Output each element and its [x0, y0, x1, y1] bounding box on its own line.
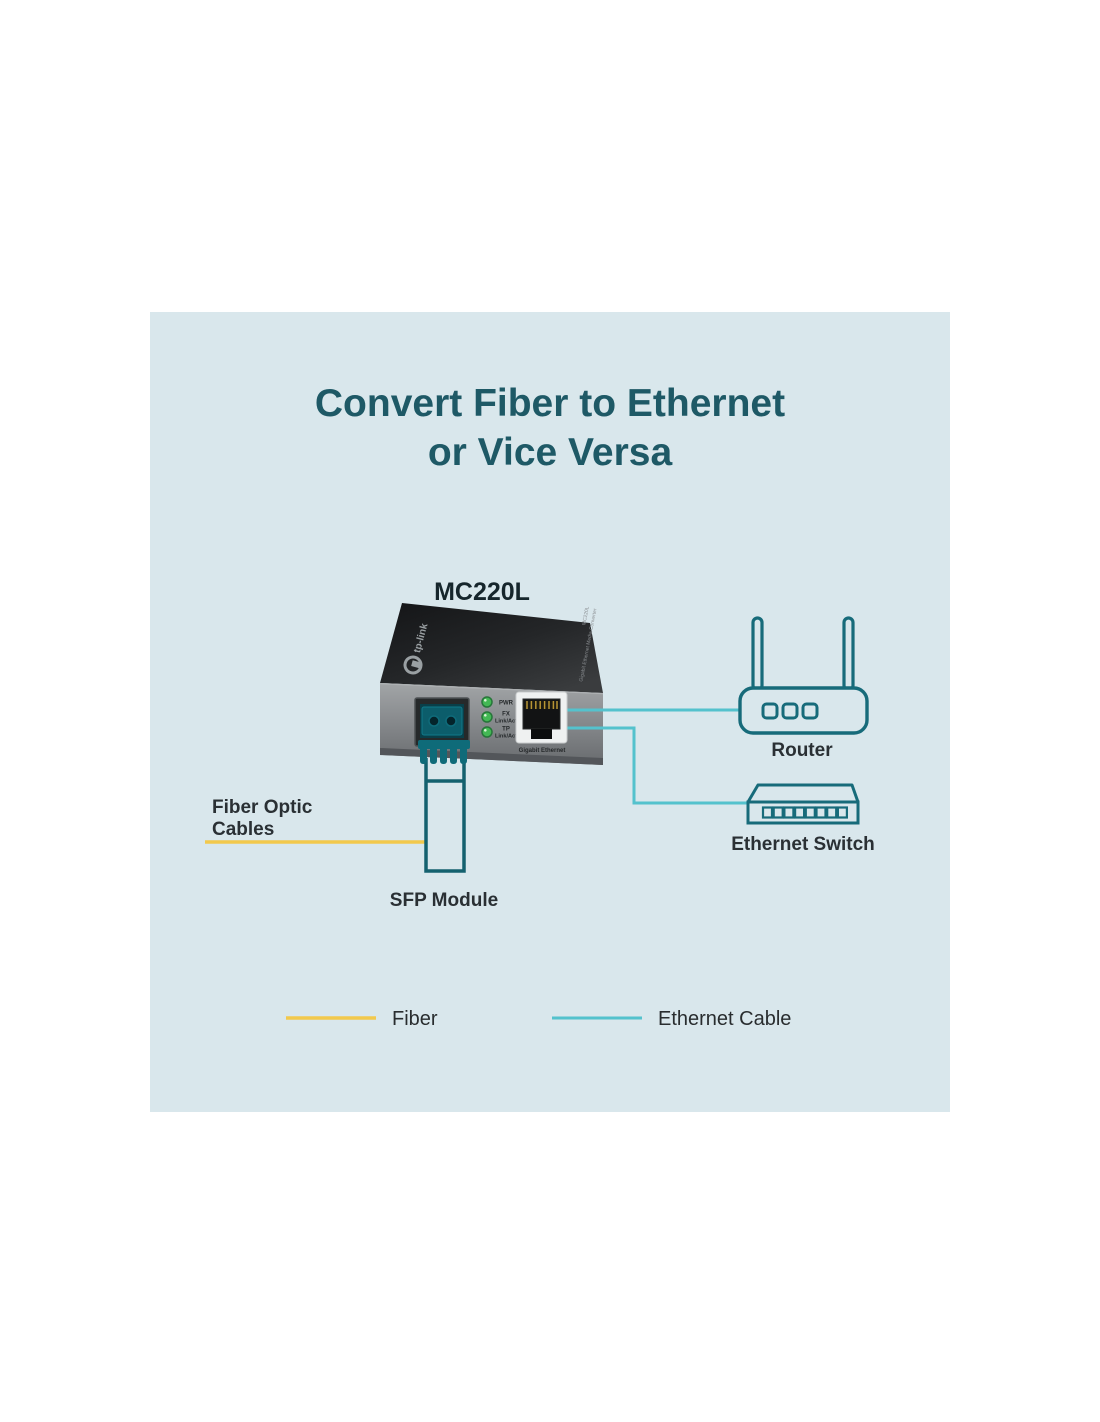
fiber-optic-cables-label-line1: Fiber Optic: [212, 797, 313, 818]
switch-ports: [761, 806, 849, 819]
sfp-latch-teeth: [418, 740, 470, 764]
sfp-module-label: SFP Module: [390, 890, 498, 911]
led-label-fx: FX: [502, 712, 510, 718]
router-port-2: [781, 702, 799, 720]
router-antenna-left: [751, 616, 764, 692]
legend-ethernet-label: Ethernet Cable: [658, 1008, 791, 1030]
ethernet-switch-icon: [746, 783, 860, 825]
sfp-lc-hole-left: [428, 715, 440, 727]
ethernet-line-to-switch: [543, 726, 748, 805]
page-title-line1: Convert Fiber to Ethernet: [315, 382, 785, 425]
led-label-pwr: PWR: [499, 701, 514, 707]
diagram-canvas: Convert Fiber to Ethernet or Vice Versa …: [205, 382, 875, 1030]
ethernet-switch-label: Ethernet Switch: [731, 834, 875, 855]
router-port-1: [761, 702, 779, 720]
router-label: Router: [771, 740, 833, 761]
rj45-port-label: Gigabit Ethernet: [519, 748, 566, 754]
led-pwr: [481, 696, 493, 708]
fiber-optic-cables-label-line2: Cables: [212, 819, 274, 840]
device-leds: PWR FX Link/Act TP Link/Act: [481, 696, 517, 740]
router-antenna-right: [842, 616, 855, 692]
led-label-tp: TP: [502, 727, 510, 733]
switch-top: [746, 783, 860, 804]
sfp-lc-hole-right: [445, 715, 457, 727]
media-converter-device: tp-link MC220L Gigabit Ethernet Media Co…: [379, 603, 604, 765]
sfp-port: [414, 697, 470, 747]
led-fx: [481, 711, 493, 723]
led-label-fx-linkact: Link/Act: [495, 719, 517, 725]
device-top-print-model: MC220L: [581, 606, 591, 626]
page-title-line2: or Vice Versa: [428, 431, 673, 474]
led-label-tp-linkact: Link/Act: [495, 734, 517, 740]
device-model-label: MC220L: [434, 578, 530, 606]
router-icon: [738, 616, 869, 735]
legend: Fiber Ethernet Cable: [286, 1008, 791, 1030]
led-tp: [481, 726, 493, 738]
sfp-module-outline: [424, 758, 466, 873]
router-port-3: [801, 702, 819, 720]
device-top-face: [380, 603, 603, 693]
legend-fiber-label: Fiber: [392, 1008, 438, 1030]
diagram-panel: Convert Fiber to Ethernet or Vice Versa …: [150, 312, 950, 1112]
rj45-port: Gigabit Ethernet: [515, 691, 568, 754]
